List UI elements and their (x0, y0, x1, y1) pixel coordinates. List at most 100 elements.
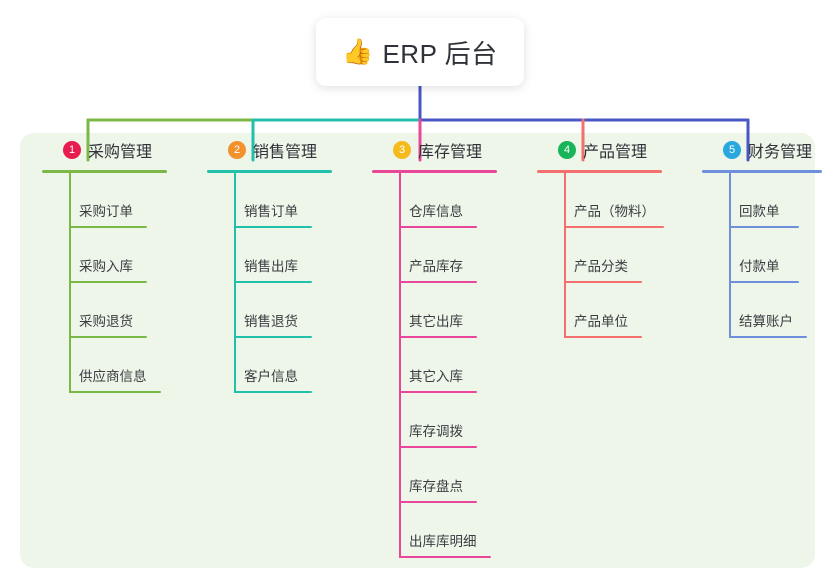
branch-underline (42, 170, 167, 173)
branch-column-2: 2 销售管理销售订单销售出库销售退货客户信息 (207, 133, 332, 393)
branch-header-4[interactable]: 4 产品管理 (537, 133, 662, 167)
branch-item-list: 采购订单采购入库采购退货供应商信息 (42, 173, 167, 393)
branch-columns: 1 采购管理采购订单采购入库采购退货供应商信息 2 销售管理销售订单销售出库销售退货客… (20, 133, 822, 568)
branch-item-underline (564, 281, 642, 283)
diagram-panel-background (20, 133, 815, 568)
branch-item-underline (564, 226, 664, 228)
branch-item-label: 其它入库 (409, 369, 463, 384)
branch-header-1[interactable]: 1 采购管理 (42, 133, 167, 167)
branch-item[interactable]: 库存盘点 (372, 448, 497, 503)
branch-item-underline (234, 281, 312, 283)
branch-item[interactable]: 出库库明细 (372, 503, 497, 558)
branch-item[interactable]: 销售退货 (207, 283, 332, 338)
branch-item-label: 销售出库 (244, 259, 298, 274)
branch-underline (207, 170, 332, 173)
branch-column-4: 4 产品管理产品（物料） 产品分类产品单位 (537, 133, 664, 338)
branch-item-list: 销售订单销售出库销售退货客户信息 (207, 173, 332, 393)
branch-item[interactable]: 客户信息 (207, 338, 332, 393)
branch-item-label: 产品（物料） (574, 204, 655, 219)
branch-item-label: 采购入库 (79, 259, 133, 274)
branch-underline (537, 170, 662, 173)
branch-item[interactable]: 其它出库 (372, 283, 497, 338)
branch-item-label: 出库库明细 (409, 534, 477, 549)
root-node-content: 👍 ERP 后台 (342, 34, 497, 71)
branch-item-underline (234, 226, 312, 228)
root-node-title: ERP 后台 (382, 38, 498, 69)
branch-number-badge: 2 (228, 141, 246, 159)
branch-item-label: 采购订单 (79, 204, 133, 219)
branch-title: 销售管理 (253, 144, 318, 161)
branch-item-label: 采购退货 (79, 314, 133, 329)
branch-item-label: 库存调拨 (409, 424, 463, 439)
branch-item-label: 库存盘点 (409, 479, 463, 494)
thumbs-up-icon: 👍 (342, 37, 374, 66)
branch-item[interactable]: 采购入库 (42, 228, 167, 283)
branch-item-underline (399, 391, 477, 393)
branch-item-underline (564, 336, 642, 338)
root-node-card[interactable]: 👍 ERP 后台 (316, 18, 524, 86)
branch-item-list: 仓库信息产品库存其它出库其它入库库存调拨库存盘点出库库明细 (372, 173, 497, 558)
branch-item[interactable]: 供应商信息 (42, 338, 167, 393)
branch-spine (69, 173, 71, 393)
branch-item-label: 产品单位 (574, 314, 628, 329)
branch-item-underline (729, 336, 807, 338)
branch-spine (564, 173, 566, 338)
branch-item-label: 产品库存 (409, 259, 463, 274)
branch-item-underline (399, 281, 477, 283)
branch-number-badge: 1 (63, 141, 81, 159)
branch-item[interactable]: 库存调拨 (372, 393, 497, 448)
branch-item-underline (69, 336, 147, 338)
branch-item-underline (729, 226, 799, 228)
branch-header-5[interactable]: 5 财务管理 (702, 133, 822, 167)
branch-item-list: 产品（物料） 产品分类产品单位 (537, 173, 664, 338)
branch-item-label: 付款单 (739, 259, 780, 274)
branch-item[interactable]: 产品单位 (537, 283, 662, 338)
branch-item-underline (399, 556, 491, 558)
branch-item-label: 产品分类 (574, 259, 628, 274)
branch-item[interactable]: 销售出库 (207, 228, 332, 283)
branch-item-list: 回款单付款单结算账户 (702, 173, 822, 338)
branch-item-label: 回款单 (739, 204, 780, 219)
branch-item[interactable]: 采购退货 (42, 283, 167, 338)
branch-title: 库存管理 (418, 144, 483, 161)
branch-title: 产品管理 (583, 144, 648, 161)
branch-spine (729, 173, 731, 338)
branch-spine (234, 173, 236, 393)
branch-item[interactable]: 回款单 (702, 173, 822, 228)
branch-column-1: 1 采购管理采购订单采购入库采购退货供应商信息 (42, 133, 167, 393)
branch-column-5: 5 财务管理回款单付款单结算账户 (702, 133, 822, 338)
branch-item[interactable]: 付款单 (702, 228, 822, 283)
branch-number-badge: 5 (723, 141, 741, 159)
branch-item[interactable]: 结算账户 (702, 283, 822, 338)
branch-item[interactable]: 销售订单 (207, 173, 332, 228)
branch-item-label: 客户信息 (244, 369, 298, 384)
branch-item-label: 结算账户 (739, 314, 793, 329)
branch-item[interactable]: 产品库存 (372, 228, 497, 283)
branch-item-label: 仓库信息 (409, 204, 463, 219)
branch-item[interactable]: 产品（物料） (537, 173, 664, 228)
branch-item-underline (234, 391, 312, 393)
branch-item[interactable]: 采购订单 (42, 173, 167, 228)
branch-item[interactable]: 仓库信息 (372, 173, 497, 228)
branch-item-underline (69, 391, 161, 393)
branch-title: 采购管理 (88, 144, 153, 161)
branch-item-underline (729, 281, 799, 283)
branch-item-underline (234, 336, 312, 338)
branch-header-2[interactable]: 2 销售管理 (207, 133, 332, 167)
branch-item-label: 销售订单 (244, 204, 298, 219)
branch-underline (372, 170, 497, 173)
branch-spine (399, 173, 401, 558)
branch-item-label: 其它出库 (409, 314, 463, 329)
branch-number-badge: 4 (558, 141, 576, 159)
branch-item-underline (399, 336, 477, 338)
branch-item[interactable]: 其它入库 (372, 338, 497, 393)
branch-item-underline (399, 501, 477, 503)
branch-underline (702, 170, 822, 173)
branch-item-underline (69, 226, 147, 228)
branch-item-underline (399, 226, 477, 228)
branch-title: 财务管理 (748, 144, 813, 161)
branch-item-underline (399, 446, 477, 448)
branch-item[interactable]: 产品分类 (537, 228, 662, 283)
